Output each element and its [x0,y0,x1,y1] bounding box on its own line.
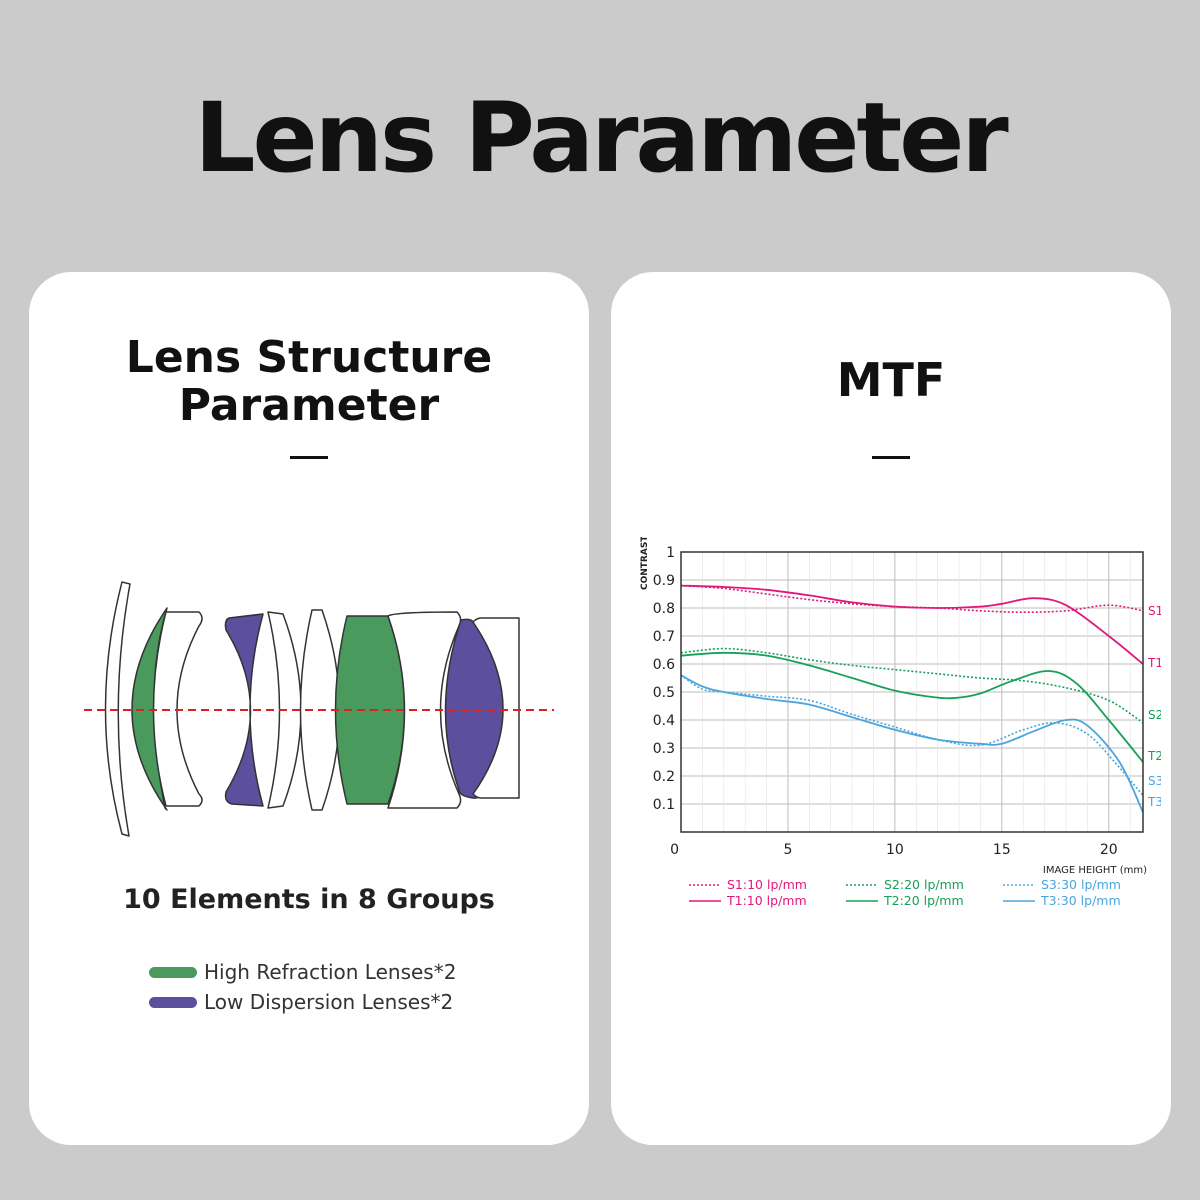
y-tick-label: 0.7 [653,629,675,645]
x-tick-label: 20 [1100,842,1118,858]
series-end-label-t3: T3 [1147,795,1161,809]
legend-label-t3: T3:30 lp/mm [1040,893,1121,908]
series-end-label-s2: S2 [1148,708,1161,722]
y-tick-label: 0.1 [653,797,675,813]
legend-low-dispersion-label: Low Dispersion Lenses*2 [204,990,454,1014]
x-tick-label: 5 [783,842,792,858]
legend-swatch-purple [149,996,197,1008]
series-line-s3 [680,674,1144,797]
lens-structure-title-line2: Parameter [178,380,440,431]
mtf-title: MTF [836,353,946,407]
lens-structure-title-line1: Lens Structure [125,332,493,383]
legend-high-refraction: High Refraction Lenses*2 [149,960,456,984]
y-axis-label: CONTRAST [640,537,650,590]
title-divider [290,456,328,459]
series-line-t3 [680,674,1144,813]
x-tick-label: 15 [993,842,1011,858]
legend-label-t1: T1:10 lp/mm [726,893,807,908]
y-tick-label: 0.5 [653,685,675,701]
y-tick-label: 0.8 [653,601,675,617]
y-tick-label: 0.4 [653,713,675,729]
x-tick-label: 0 [670,842,679,858]
y-tick-label: 0.9 [653,573,675,589]
lens-element-3 [152,611,203,807]
legend-label-s1: S1:10 lp/mm [727,877,807,892]
legend-label-s2: S2:20 lp/mm [884,877,964,892]
lens-element-4-low-dispersion [224,613,264,807]
x-axis-label: IMAGE HEIGHT (mm) [1043,865,1147,876]
series-end-label-s1: S1 [1148,604,1161,618]
series-end-label-t2: T2 [1147,749,1161,763]
page-title: Lens Parameter [194,82,1008,194]
series-end-label-s3: S3 [1148,774,1161,788]
series-line-t2 [680,651,1144,763]
legend-label-s3: S3:30 lp/mm [1041,877,1121,892]
lens-structure-diagram [84,581,554,837]
series-line-s2 [680,647,1144,724]
lens-structure-card: Lens Structure Parameter [29,272,589,1145]
y-tick-label: 0.3 [653,741,675,757]
legend-label-t2: T2:20 lp/mm [883,893,964,908]
y-tick-label: 0.2 [653,769,675,785]
mtf-grid [681,551,1143,832]
lens-element-10 [472,617,520,799]
title-divider [872,456,910,459]
mtf-series [680,584,1144,813]
series-end-label-t1: T1 [1147,656,1161,670]
legend-low-dispersion: Low Dispersion Lenses*2 [149,990,453,1014]
legend-high-refraction-label: High Refraction Lenses*2 [204,960,457,984]
y-tick-label: 0.6 [653,657,675,673]
series-line-t1 [680,584,1144,665]
legend-swatch-green [149,966,197,978]
lens-structure-title: Lens Structure Parameter [29,334,589,430]
mtf-plot-frame [680,551,1144,833]
x-tick-label: 10 [886,842,904,858]
y-tick-label: 1 [666,545,675,561]
elements-groups-text: 10 Elements in 8 Groups [123,884,495,915]
